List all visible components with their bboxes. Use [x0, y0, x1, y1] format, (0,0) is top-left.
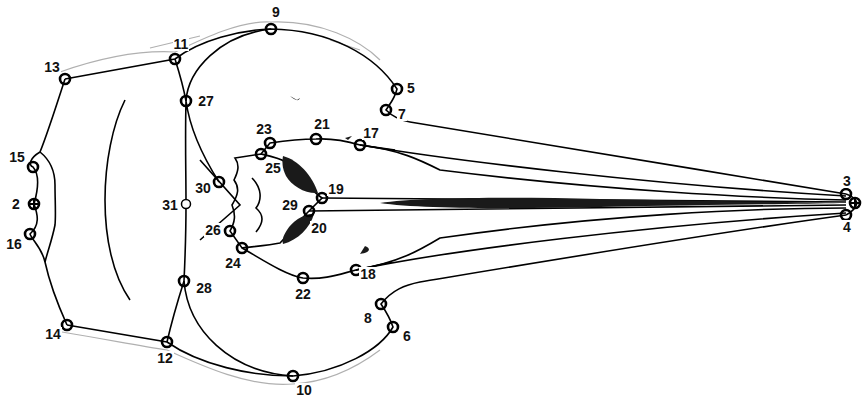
- callout-number: 24: [224, 256, 242, 270]
- callout-number: 20: [310, 221, 328, 235]
- callout-number: 25: [264, 161, 282, 175]
- callout-number: 12: [156, 351, 174, 365]
- callout-number: 26: [204, 223, 222, 237]
- callout-number: 10: [295, 383, 313, 397]
- callout-number: 9: [271, 5, 281, 19]
- callout-number: 30: [194, 181, 212, 195]
- callout-number: 8: [363, 311, 373, 325]
- callout-number: 29: [281, 198, 299, 212]
- callout-number: 19: [327, 182, 345, 196]
- callout-number: 6: [402, 329, 412, 343]
- callout-number: 5: [406, 81, 416, 95]
- callout-number: 22: [294, 287, 312, 301]
- callout-number: 17: [362, 126, 380, 140]
- callout-number: 21: [313, 117, 331, 131]
- callout-number: 3: [842, 174, 852, 188]
- callout-number: 28: [195, 281, 213, 295]
- callout-number: 11: [173, 37, 190, 51]
- callout-number: 27: [197, 94, 215, 108]
- callout-number: 15: [8, 150, 26, 164]
- callout-number: 16: [5, 237, 23, 251]
- callout-number: 2: [11, 197, 21, 211]
- callout-number: 31: [161, 198, 179, 212]
- callout-number: 23: [255, 122, 273, 136]
- callout-number: 18: [359, 267, 377, 281]
- callout-number: 7: [397, 107, 407, 121]
- callout-number: 13: [43, 60, 61, 74]
- callout-number: 14: [44, 327, 62, 341]
- callout-number: 4: [842, 220, 852, 234]
